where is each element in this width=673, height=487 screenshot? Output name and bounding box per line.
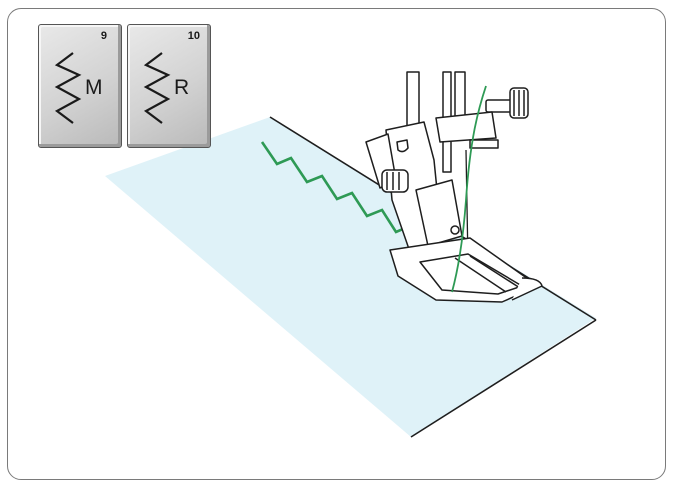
presser-foot-assembly <box>365 71 543 303</box>
fabric-bottom-edge <box>410 319 597 438</box>
zigzag-stitch-icon <box>143 52 171 124</box>
pattern-letter: M <box>85 76 103 99</box>
pattern-key-m[interactable]: 9 M <box>38 24 122 148</box>
zigzag-stitch-line <box>260 141 411 234</box>
pattern-number: 9 <box>100 30 107 42</box>
pattern-letter: R <box>174 76 190 99</box>
pattern-number: 10 <box>187 30 200 42</box>
zigzag-stitch-icon <box>54 52 82 124</box>
fabric-sheet <box>105 117 596 437</box>
pattern-key-r[interactable]: 10 R <box>127 24 211 148</box>
upper-thread <box>451 85 487 293</box>
